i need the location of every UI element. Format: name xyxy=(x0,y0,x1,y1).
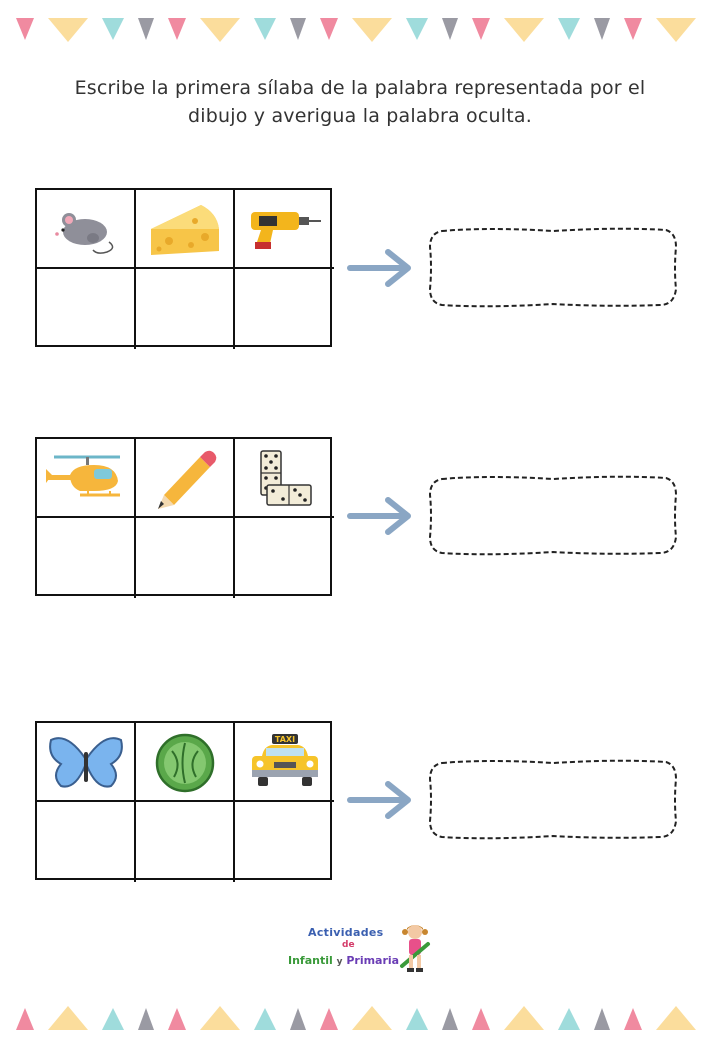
hidden-word-box[interactable] xyxy=(428,227,678,309)
logo-word-infantil: Infantil xyxy=(288,954,333,967)
pennant-flag xyxy=(102,1008,124,1030)
picture-cell xyxy=(136,190,235,269)
exercise-1-grid xyxy=(35,188,334,349)
picture-cell xyxy=(235,439,334,518)
site-logo: Actividades de Infantil y Primaria xyxy=(288,922,438,974)
pennant-flag xyxy=(48,18,88,42)
cheese-icon xyxy=(150,204,219,255)
logo-line-3: Infantil y Primaria xyxy=(288,954,399,967)
pennant-flag xyxy=(16,1008,34,1030)
answer-cell[interactable] xyxy=(37,518,136,598)
pennant-flag xyxy=(290,1008,306,1030)
arrow-right-icon xyxy=(347,497,411,535)
exercise-2-grid xyxy=(35,437,334,598)
logo-line-2: de xyxy=(342,940,355,950)
taxi-icon: TAXI xyxy=(251,733,318,786)
pencil-icon xyxy=(157,450,216,509)
picture-cell xyxy=(136,439,235,518)
pennant-flag xyxy=(624,1008,642,1030)
answer-cell[interactable] xyxy=(235,269,334,349)
pennant-flag xyxy=(472,18,490,40)
mouse-icon xyxy=(54,212,113,254)
taxi-sign-text: TAXI xyxy=(274,735,294,744)
answer-cell[interactable] xyxy=(37,269,136,349)
answer-cell[interactable] xyxy=(37,802,136,882)
bunting-decoration-top xyxy=(16,18,696,42)
logo-line-1: Actividades xyxy=(308,926,384,939)
pennant-flag xyxy=(504,1006,544,1030)
logo-word-y: y xyxy=(336,957,343,967)
answer-cell[interactable] xyxy=(235,802,334,882)
lettuce-icon xyxy=(155,733,214,792)
answer-cell[interactable] xyxy=(136,518,235,598)
pennant-flag xyxy=(594,1008,610,1030)
helicopter-icon xyxy=(45,455,120,496)
domino-icon xyxy=(259,449,312,506)
butterfly-icon xyxy=(48,736,123,788)
pennant-flag xyxy=(442,18,458,40)
pennant-flag xyxy=(254,18,276,40)
pennant-flag xyxy=(442,1008,458,1030)
instructions: Escribe la primera sílaba de la palabra … xyxy=(40,74,680,130)
pennant-flag xyxy=(48,1006,88,1030)
pennant-flag xyxy=(320,1008,338,1030)
picture-cell xyxy=(37,439,136,518)
pennant-flag xyxy=(352,1006,392,1030)
hidden-word-box[interactable] xyxy=(428,759,678,841)
pennant-flag xyxy=(406,18,428,40)
pennant-flag xyxy=(138,18,154,40)
answer-cell[interactable] xyxy=(136,802,235,882)
exercise-3-grid: TAXI xyxy=(35,721,334,882)
pennant-flag xyxy=(624,18,642,40)
pennant-flag xyxy=(254,1008,276,1030)
answer-cell[interactable] xyxy=(235,518,334,598)
pennant-flag xyxy=(200,18,240,42)
arrow-right-icon xyxy=(347,781,411,819)
picture-cell xyxy=(37,723,136,802)
drill-icon xyxy=(250,211,321,249)
pennant-flag xyxy=(168,18,186,40)
instructions-line-2: dibujo y averigua la palabra oculta. xyxy=(188,105,532,127)
hidden-word-box[interactable] xyxy=(428,475,678,557)
instructions-line-1: Escribe la primera sílaba de la palabra … xyxy=(74,77,646,99)
pennant-flag xyxy=(472,1008,490,1030)
pennant-flag xyxy=(16,18,34,40)
pennant-flag xyxy=(138,1008,154,1030)
picture-cell xyxy=(235,190,334,269)
pennant-flag xyxy=(656,18,696,42)
pennant-flag xyxy=(200,1006,240,1030)
pennant-flag xyxy=(102,18,124,40)
pennant-flag xyxy=(656,1006,696,1030)
bunting-decoration-bottom xyxy=(16,1006,696,1030)
picture-cell: TAXI xyxy=(235,723,334,802)
pennant-flag xyxy=(558,18,580,40)
logo-word-primaria: Primaria xyxy=(346,954,400,967)
pennant-flag xyxy=(290,18,306,40)
pennant-flag xyxy=(168,1008,186,1030)
pennant-flag xyxy=(320,18,338,40)
picture-cell xyxy=(37,190,136,269)
pennant-flag xyxy=(504,18,544,42)
pennant-flag xyxy=(558,1008,580,1030)
pennant-flag xyxy=(594,18,610,40)
answer-cell[interactable] xyxy=(136,269,235,349)
picture-cell xyxy=(136,723,235,802)
arrow-right-icon xyxy=(347,249,411,287)
kid-mascot-icon xyxy=(400,925,430,972)
pennant-flag xyxy=(406,1008,428,1030)
pennant-flag xyxy=(352,18,392,42)
